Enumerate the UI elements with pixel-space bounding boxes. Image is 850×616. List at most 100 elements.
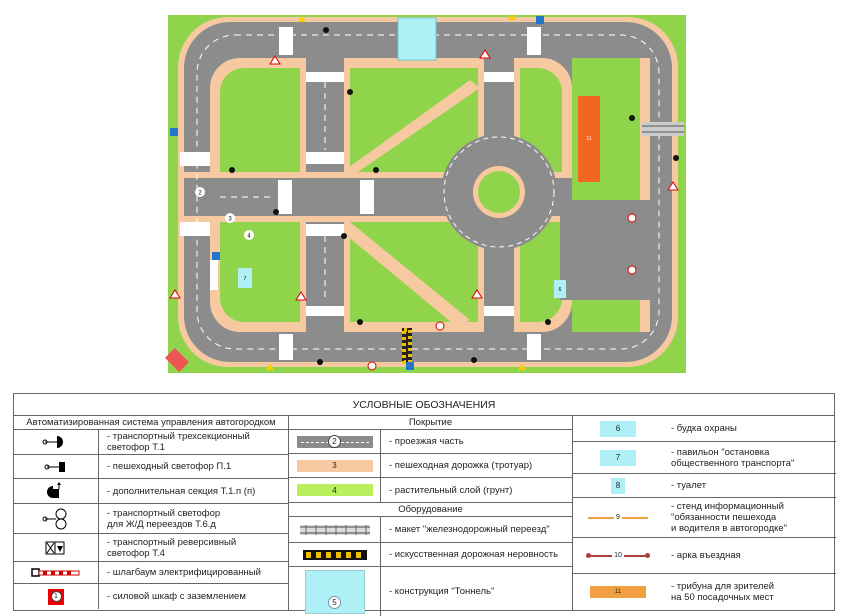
tribune-label: 11 xyxy=(586,136,591,142)
tribune-num: 11 xyxy=(614,589,622,595)
reversible-light-icon xyxy=(14,534,99,561)
pavilion-swatch-cell: 7 xyxy=(573,442,663,473)
legend-text: - туалет xyxy=(671,480,707,491)
legend-text: - трибуна для зрителей на 50 посадочных … xyxy=(671,581,775,603)
legend-row-tunnel: 5 - конструкция "Тоннель" xyxy=(289,567,572,616)
tribune-swatch-cell: 11 xyxy=(573,574,663,610)
road-swatch-cell: 2 xyxy=(289,430,381,453)
legend-col1-header: Автоматизированная система управления ав… xyxy=(14,416,288,430)
legend-row-toilet: 8 - туалет xyxy=(573,474,836,498)
tribune-swatch: 11 xyxy=(590,586,646,598)
legend-row-walk: 3 - пешеходная дорожка (тротуар) xyxy=(289,454,572,478)
road-swatch: 2 xyxy=(296,435,373,448)
info-stand-icon: 9 xyxy=(573,498,663,537)
legend-text: - конструкция "Тоннель" xyxy=(389,586,495,597)
legend-text: - будка охраны xyxy=(671,423,737,434)
power-cabinet-num: 1 xyxy=(50,591,62,602)
legend-text: - макет "железнодорожный переезд" xyxy=(389,524,550,535)
walk-num: 3 xyxy=(332,461,337,470)
legend-row-speed-bump: - искусственная дорожная неровность xyxy=(289,543,572,567)
toilet-swatch-cell: 8 xyxy=(573,474,663,497)
legend-row-info-stand: 9 - стенд информационный "обязанности пе… xyxy=(573,498,836,538)
legend-col-objects: 6 - будка охраны 7 - павильон "остановка… xyxy=(573,416,836,610)
railway-light-icon xyxy=(14,504,99,533)
parking-area xyxy=(560,200,650,300)
entry-arch-icon: 10 xyxy=(573,538,663,573)
zone-grass-badge: 4 xyxy=(247,234,251,240)
grass-swatch-cell: 4 xyxy=(289,478,381,502)
legend-col-cover: Покрытие 2 - проезжая часть 3 - пешеходн… xyxy=(289,416,573,616)
speed-bump xyxy=(402,328,412,364)
road-num: 2 xyxy=(328,435,341,448)
legend-title: УСЛОВНЫЕ ОБОЗНАЧЕНИЯ xyxy=(14,394,834,416)
legend-row-power-cabinet: 1 - силовой шкаф с заземлением xyxy=(14,584,288,609)
grass-swatch: 4 xyxy=(296,484,373,496)
guard-num: 6 xyxy=(615,424,621,433)
additional-section-icon xyxy=(14,479,99,503)
legend-text: - искусственная дорожная неровность xyxy=(389,549,559,560)
diag-path-lower xyxy=(340,222,470,328)
legend-text: - дополнительная секция Т.1.п (п) xyxy=(107,485,256,497)
roundabout-island xyxy=(478,171,520,213)
info-stand-num: 9 xyxy=(614,514,622,521)
road-signs xyxy=(169,14,679,371)
legend-row-guard: 6 - будка охраны xyxy=(573,416,836,442)
guard-kiosk-label: 6 xyxy=(559,287,562,293)
legend-row-grass: 4 - растительный слой (грунт) xyxy=(289,478,572,503)
legend-row-railway: - макет "железнодорожный переезд" xyxy=(289,517,572,543)
guard-swatch: 6 xyxy=(600,420,636,437)
legend-row-pedestrian-light: - пешеходный светофор П.1 xyxy=(14,455,288,479)
diag-path-upper xyxy=(345,80,480,176)
legend-row-additional-section: - дополнительная секция Т.1.п (п) xyxy=(14,479,288,504)
grass-num: 4 xyxy=(332,485,337,495)
pavilion xyxy=(238,268,252,288)
legend-col-automation: Автоматизированная система управления ав… xyxy=(14,416,289,610)
legend-col2-header: Покрытие xyxy=(289,416,572,430)
tunnel xyxy=(397,17,437,61)
toilet-num: 8 xyxy=(615,481,621,490)
legend-col2-subheader: Оборудование xyxy=(289,503,572,517)
guard-swatch-cell: 6 xyxy=(573,416,663,441)
guard-kiosk xyxy=(554,280,566,298)
railway-crossing-icon xyxy=(289,517,381,542)
legend-text: - проезжая часть xyxy=(389,436,464,447)
legend-text: - шлагбаум электрифицированный xyxy=(107,567,261,578)
legend-text: - пешеходная дорожка (тротуар) xyxy=(389,460,533,471)
speed-bump-icon xyxy=(289,543,381,566)
traffic-light-3-icon xyxy=(14,430,99,454)
legend-text: - транспортный светофор для Ж/Д переездо… xyxy=(107,507,221,530)
power-cabinet-icon: 1 xyxy=(14,584,99,609)
right-sidewalk xyxy=(640,58,650,332)
legend-text: - транспортный реверсивный светофор Т.4 xyxy=(107,536,237,559)
roundabout-dash xyxy=(443,136,555,248)
legend-text: - транспортный трехсекционный светофор Т… xyxy=(107,431,250,453)
legend-row-entry-arch: 10 - арка въездная xyxy=(573,538,836,574)
autogorodok-map: 11 7 6 2 3 4 xyxy=(164,14,686,373)
legend-text: - павильон "остановка общественного тран… xyxy=(671,446,795,469)
speed-bump-stripes xyxy=(402,328,412,364)
pavilion-num: 7 xyxy=(615,453,621,462)
crosswalks xyxy=(180,27,541,360)
legend-text: - стенд информационный "обязанности пеше… xyxy=(671,501,788,534)
pavilion-label: 7 xyxy=(244,276,247,282)
walk-swatch: 3 xyxy=(296,459,373,472)
legend-text: - арка въездная xyxy=(671,550,741,561)
legend: УСЛОВНЫЕ ОБОЗНАЧЕНИЯ Автоматизированная … xyxy=(13,393,836,616)
tribune xyxy=(578,96,600,182)
legend-text: - растительный слой (грунт) xyxy=(389,484,513,496)
legend-row-stop-pavilion: 7 - павильон "остановка общественного тр… xyxy=(573,442,836,474)
zone-badges: 2 3 4 xyxy=(195,187,254,240)
legend-text: - силовой шкаф с заземлением xyxy=(107,591,246,602)
legend-row-traffic-light: - транспортный трехсекционный светофор Т… xyxy=(14,430,288,455)
pedestrian-light-icon xyxy=(14,455,99,478)
zone-walk-badge: 3 xyxy=(228,217,232,223)
legend-text: - пешеходный светофор П.1 xyxy=(107,461,232,472)
legend-row-railway-light: - транспортный светофор для Ж/Д переездо… xyxy=(14,504,288,534)
entry-arch-num: 10 xyxy=(612,552,624,559)
toilet-swatch: 8 xyxy=(611,477,625,494)
entry-arch xyxy=(164,347,190,373)
walk-swatch-cell: 3 xyxy=(289,454,381,477)
zone-road-badge: 2 xyxy=(198,191,202,197)
tunnel-num: 5 xyxy=(328,595,341,609)
rail-crossing xyxy=(642,122,684,136)
